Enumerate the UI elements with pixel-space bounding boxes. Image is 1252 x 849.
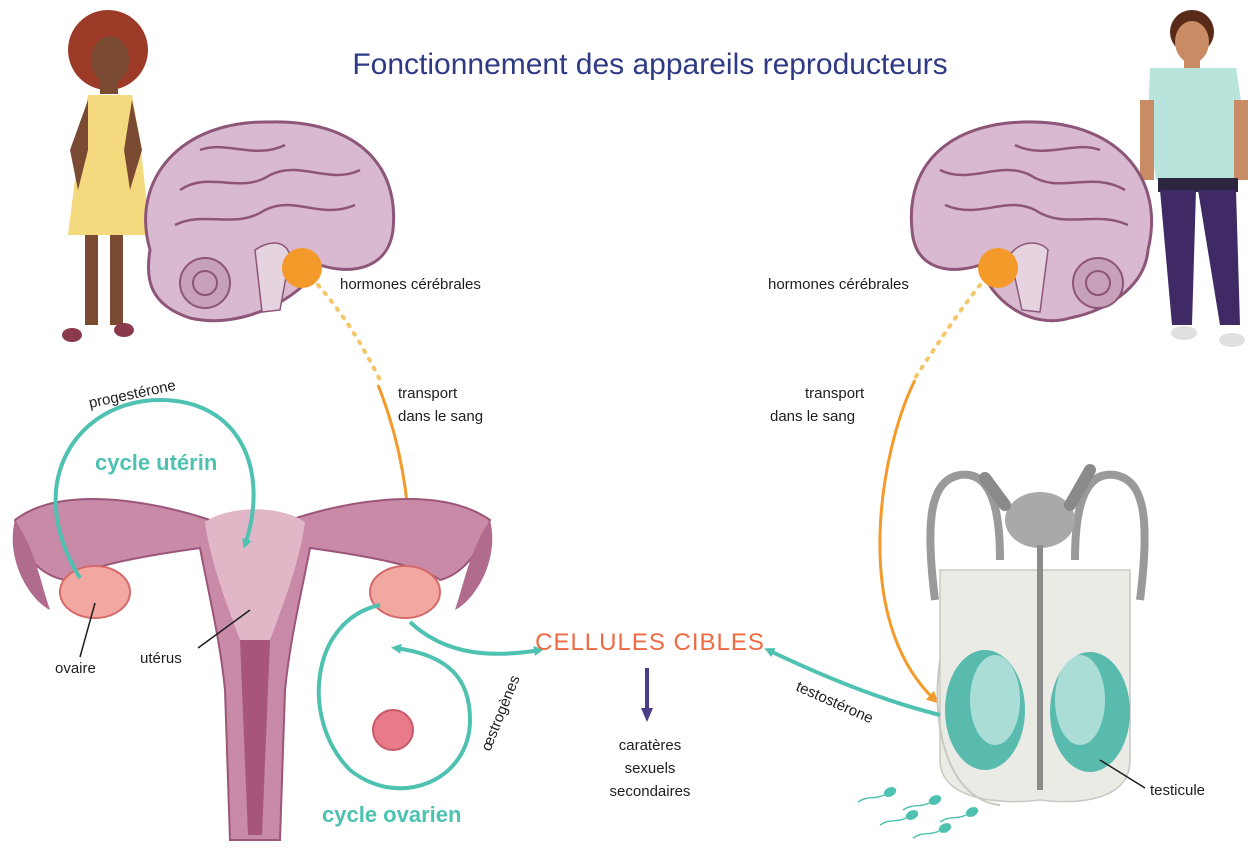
- ovarian-cycle-circle: [319, 605, 470, 788]
- man-figure: [1140, 10, 1248, 347]
- result-line1: caratères: [619, 737, 682, 754]
- ovary-label: ovaire: [55, 660, 96, 677]
- testicle-label: testicule: [1150, 782, 1205, 799]
- testosterone-label: testostérone: [793, 678, 875, 727]
- diagram-title: Fonctionnement des appareils reproducteu…: [352, 48, 947, 81]
- male-hormone-dots: [915, 285, 980, 378]
- sperm-cells: [858, 786, 979, 838]
- ovarian-cycle-label: cycle ovarien: [322, 802, 461, 827]
- male-transport-label-line1: transport: [805, 385, 865, 402]
- right-brain: [911, 122, 1151, 321]
- right-ovary: [370, 566, 440, 618]
- male-transport-label-line2: dans le sang: [770, 408, 855, 425]
- target-cells-label: CELLULES CIBLES: [535, 629, 765, 656]
- female-transport-label-line1: transport: [398, 385, 458, 402]
- woman-figure: [62, 10, 150, 342]
- uterus-label: utérus: [140, 650, 182, 667]
- result-line3: secondaires: [610, 783, 691, 800]
- female-brain-hormones-label: hormones cérébrales: [340, 276, 481, 293]
- female-transport-label-line2: dans le sang: [398, 408, 483, 425]
- female-hormone-dots: [318, 285, 380, 380]
- left-ovary: [60, 566, 130, 618]
- male-brain-hormones-label: hormones cérébrales: [768, 276, 909, 293]
- left-pituitary-gland: [282, 248, 322, 288]
- uterine-cycle-label: cycle utérin: [95, 450, 217, 475]
- estrogens-label: œstrogènes: [478, 673, 524, 754]
- ovum: [373, 710, 413, 750]
- right-testicle-highlight: [1055, 655, 1105, 745]
- ovarian-return-arrow: [395, 648, 470, 720]
- estrogen-arrow: [410, 622, 540, 654]
- progesterone-label: progestérone: [87, 377, 177, 412]
- right-pituitary-gland: [978, 248, 1018, 288]
- result-line2: sexuels: [625, 760, 676, 777]
- left-testicle-highlight: [970, 655, 1020, 745]
